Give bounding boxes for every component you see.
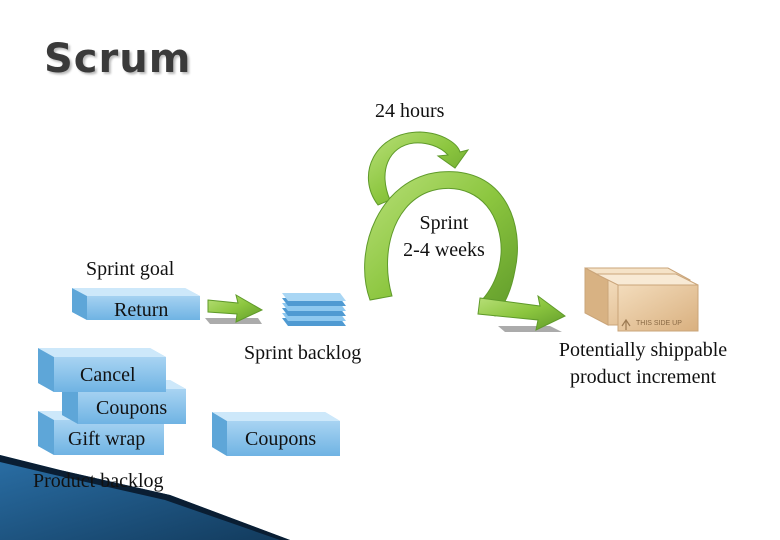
shipping-box-icon xyxy=(584,267,699,332)
product-backlog-label: Product backlog xyxy=(33,470,164,492)
arrow-shadow xyxy=(205,318,262,324)
increment-label-line1: Potentially shippable xyxy=(558,339,728,361)
product-backlog-cards xyxy=(38,348,186,455)
sprint-label: Sprint 2-4 weeks xyxy=(392,212,496,262)
sprint-backlog-card xyxy=(212,412,340,456)
sprint-backlog-label: Sprint backlog xyxy=(244,342,362,364)
sprint-goal-item: Return xyxy=(114,299,169,321)
sprint-backlog-sheets xyxy=(282,293,346,326)
product-backlog-item-3: Gift wrap xyxy=(68,428,146,450)
increment-label: Potentially shippable product increment xyxy=(538,339,748,389)
increment-arrow xyxy=(477,294,566,331)
sprint-label-line1: Sprint xyxy=(419,212,469,234)
product-backlog-item-1: Cancel xyxy=(80,364,136,386)
goal-to-backlog-arrow xyxy=(207,293,264,323)
product-backlog-item-2: Coupons xyxy=(96,397,168,419)
sprint-goal-card xyxy=(72,288,200,320)
increment-label-line2: product increment xyxy=(569,366,717,388)
box-stamp-text: THIS SIDE UP xyxy=(636,320,682,327)
page-title: Scrum xyxy=(44,36,192,82)
daily-loop-arrow xyxy=(368,131,470,206)
arrow-shadow-2 xyxy=(498,326,562,332)
sprint-goal-label: Sprint goal xyxy=(86,258,175,280)
sprint-label-line2: 2-4 weeks xyxy=(403,239,485,261)
daily-label: 24 hours xyxy=(375,100,445,122)
sprint-backlog-item: Coupons xyxy=(245,428,317,450)
